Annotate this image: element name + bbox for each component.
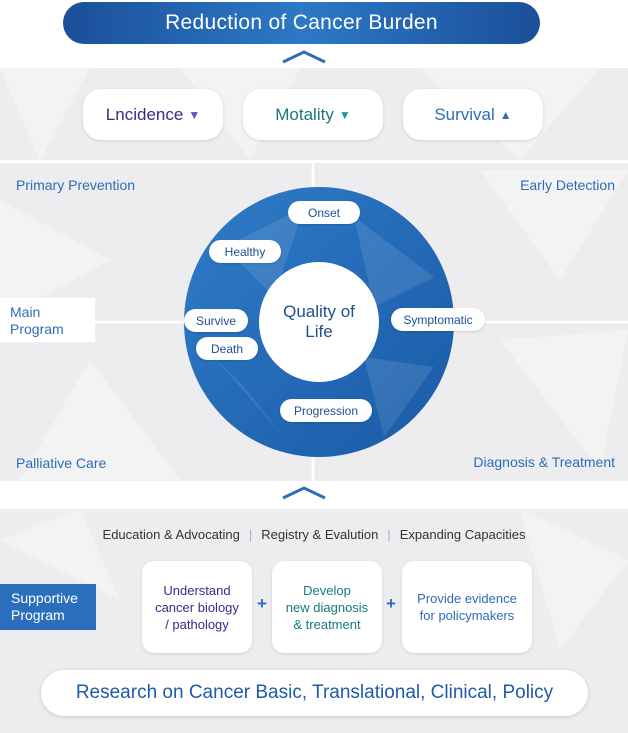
- supportive-items-row: Education & Advocating | Registry & Eval…: [0, 524, 628, 544]
- primary-prevention-label: Primary Prevention: [16, 177, 136, 193]
- arrow-down-icon: ▼: [338, 107, 351, 122]
- stage-progression: Progression: [280, 399, 372, 422]
- supportive-item: Expanding Capacities: [399, 526, 526, 542]
- plus-icon: +: [257, 594, 267, 613]
- banner-title: Reduction of Cancer Burden: [165, 11, 438, 34]
- arrow-down-icon: ▼: [188, 107, 201, 122]
- stage-death: Death: [196, 337, 258, 360]
- quality-of-life-center: Quality of Life: [259, 262, 379, 382]
- supportive-item: Registry & Evalution: [261, 526, 379, 542]
- supportive-program-label: Supportive Program: [0, 584, 96, 630]
- chevron-up-icon: [282, 50, 326, 64]
- supportive-item: Education & Advocating: [102, 526, 240, 542]
- plus-icon: +: [386, 594, 396, 613]
- research-card-diagnosis: Develop new diagnosis & treatment: [272, 561, 382, 653]
- stage-symptomatic: Symptomatic: [391, 308, 485, 331]
- early-detection-label: Early Detection: [520, 177, 615, 193]
- incidence-label: Lncidence: [105, 104, 184, 124]
- reduction-banner: Reduction of Cancer Burden: [63, 2, 540, 44]
- survival-indicator: Survival ▲: [403, 89, 543, 140]
- mortality-indicator: Motality ▼: [243, 89, 383, 140]
- incidence-indicator: Lncidence ▼: [83, 89, 223, 140]
- separator: |: [248, 526, 253, 542]
- mortality-label: Motality: [275, 104, 334, 124]
- arrow-up-icon: ▲: [499, 107, 512, 122]
- survival-label: Survival: [434, 104, 495, 124]
- diagnosis-treatment-label: Diagnosis & Treatment: [473, 454, 615, 470]
- research-card-policy: Provide evidence for policymakers: [402, 561, 532, 653]
- research-title: Research on Cancer Basic, Translational,…: [41, 670, 588, 716]
- palliative-care-label: Palliative Care: [16, 455, 107, 471]
- stage-survive: Survive: [184, 309, 248, 332]
- main-program-label: Main Program: [0, 298, 95, 342]
- research-card-biology: Understand cancer biology / pathology: [142, 561, 252, 653]
- chevron-up-icon: [282, 486, 326, 500]
- stage-onset: Onset: [288, 201, 360, 224]
- stage-healthy: Healthy: [209, 240, 281, 263]
- separator: |: [387, 526, 391, 542]
